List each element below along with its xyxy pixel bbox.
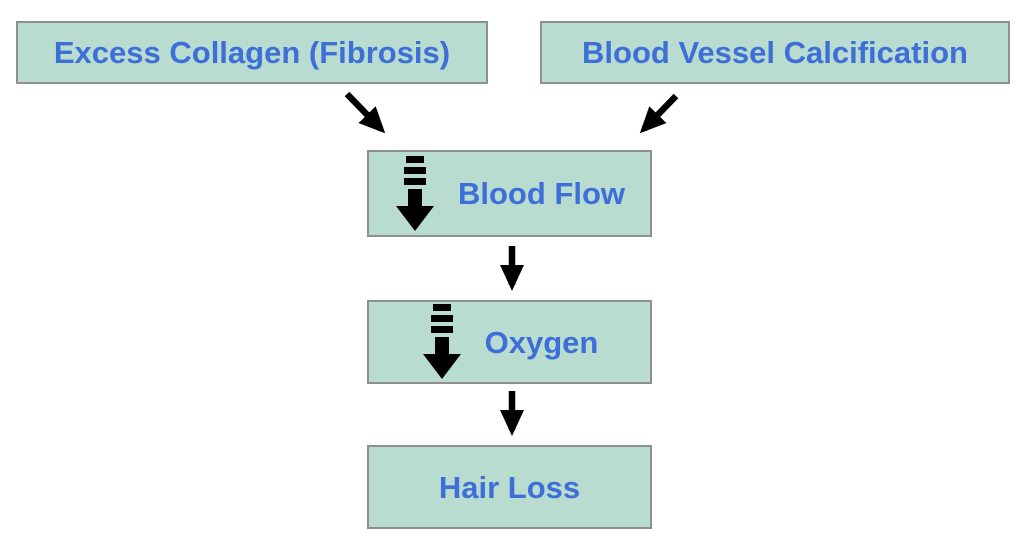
node-blood-flow: Blood Flow bbox=[367, 150, 652, 237]
node-label: Blood Flow bbox=[457, 176, 626, 211]
node-label: Hair Loss bbox=[438, 469, 581, 505]
edge-fibrosis-to-blood-flow bbox=[344, 91, 386, 134]
node-hair-loss: Hair Loss bbox=[367, 445, 652, 529]
node-blood-vessel-calcification: Blood Vessel Calcification bbox=[540, 21, 1010, 84]
edge-calcification-to-blood-flow bbox=[639, 93, 679, 134]
decrease-arrow-icon bbox=[395, 155, 434, 231]
node-label: Oxygen bbox=[484, 324, 599, 360]
node-label: Blood Vessel Calcification bbox=[582, 35, 968, 70]
decrease-arrow-icon bbox=[422, 304, 461, 379]
node-excess-collagen: Excess Collagen (Fibrosis) bbox=[16, 21, 488, 84]
node-label: Excess Collagen (Fibrosis) bbox=[53, 35, 451, 70]
node-oxygen: Oxygen bbox=[367, 300, 652, 384]
